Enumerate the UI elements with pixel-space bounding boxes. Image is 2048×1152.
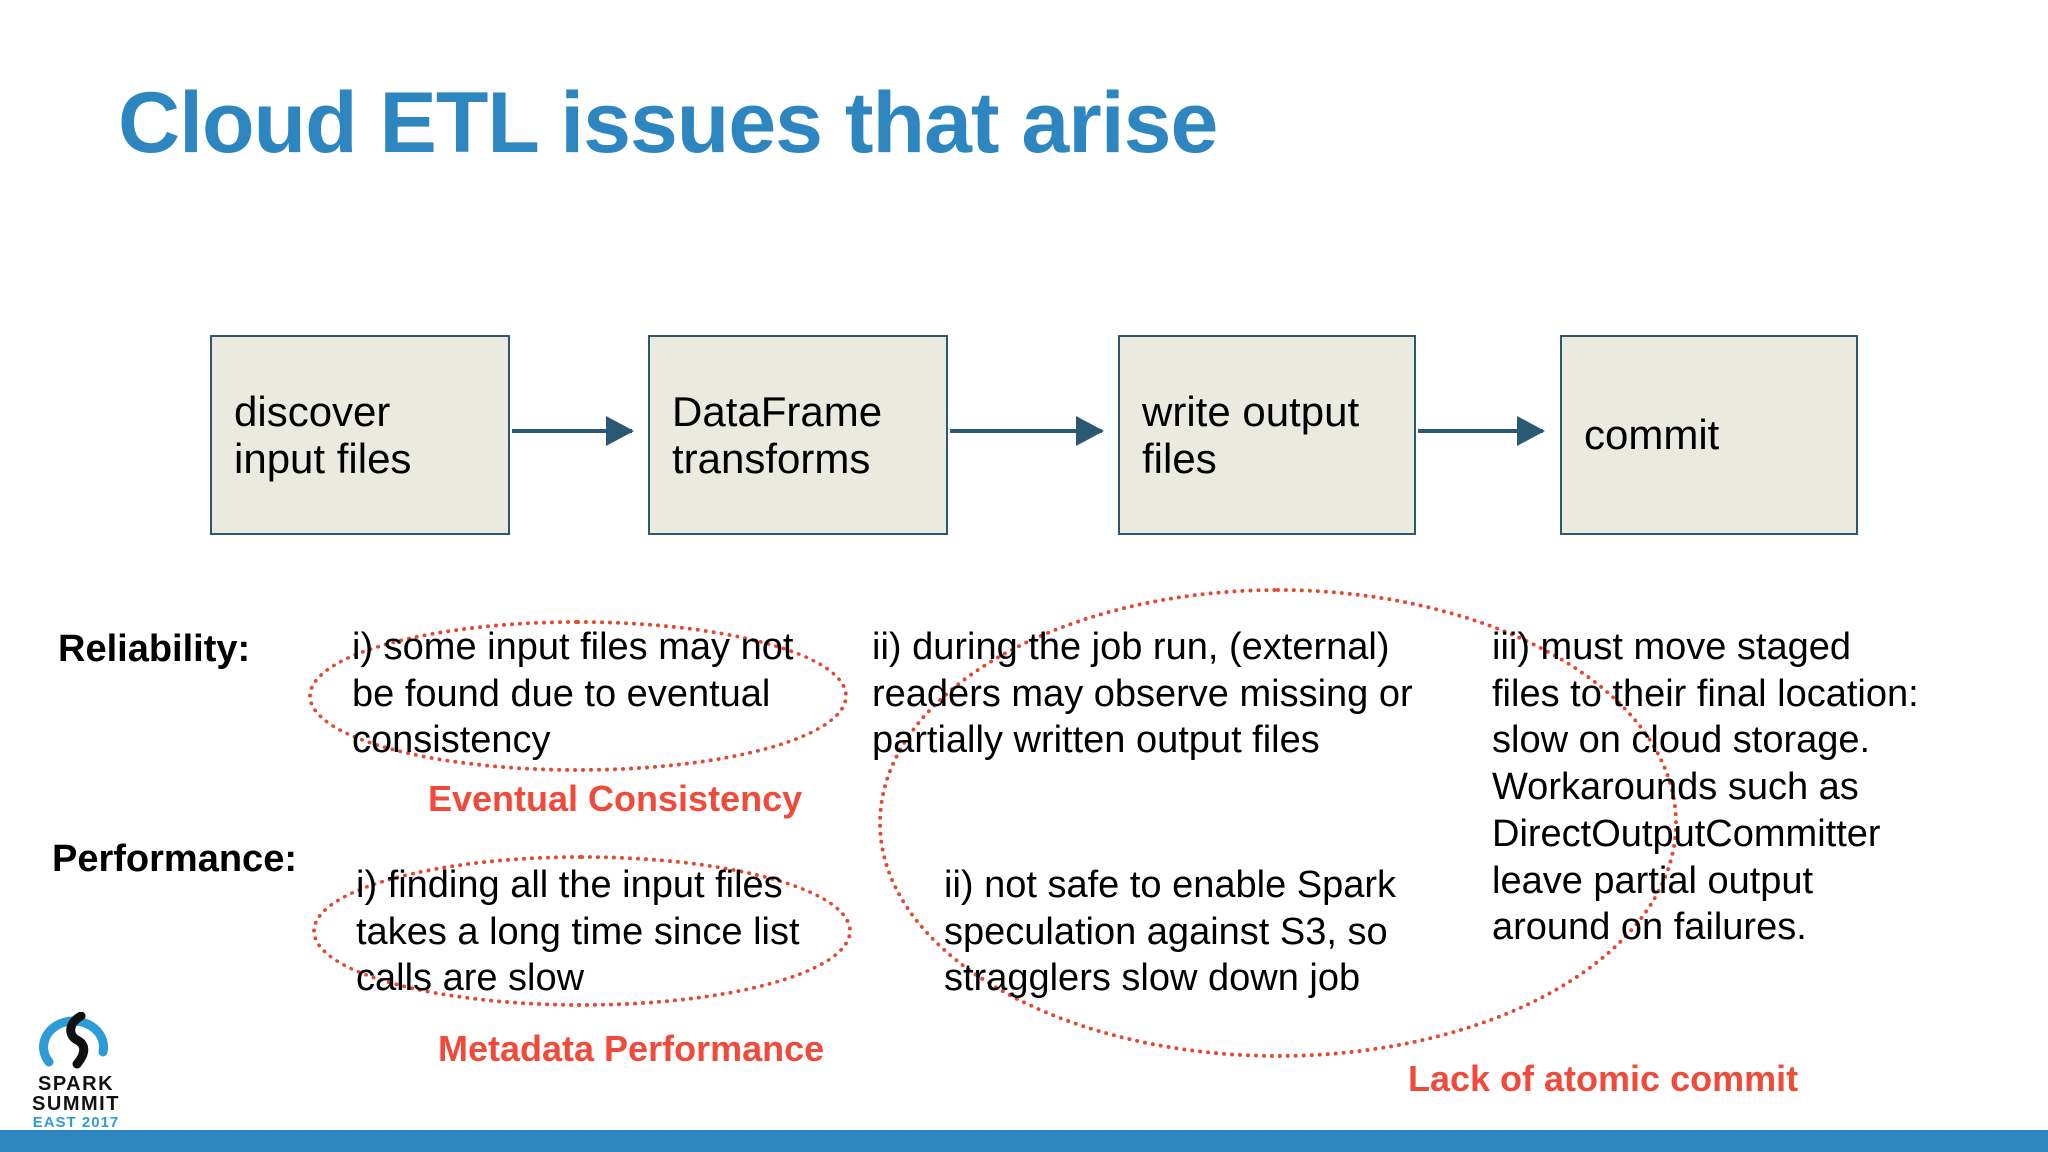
flow-step-dataframe-transforms[interactable]: DataFrame transforms bbox=[648, 335, 948, 535]
flow-step-label-line1: write output bbox=[1142, 387, 1360, 435]
flow-step-label-line2: input files bbox=[234, 435, 412, 482]
flow-step-label-line1: commit bbox=[1584, 411, 1720, 459]
callout-metadata-performance: Metadata Performance bbox=[438, 1028, 825, 1069]
row-label-reliability: Reliability: bbox=[58, 628, 251, 670]
flow-step-commit[interactable]: commit bbox=[1560, 335, 1858, 535]
spark-summit-logo: SPARK SUMMIT EAST 2017 bbox=[22, 1011, 130, 1131]
performance-issue-1: i) finding all the input files takes a l… bbox=[356, 864, 800, 1000]
reliability-issue-1: i) some input files may not be found due… bbox=[352, 626, 794, 762]
etl-flow-diagram: discover input files DataFrame transform… bbox=[0, 325, 2048, 545]
reliability-issue-3: iii) must move staged files to their fin… bbox=[1492, 626, 1919, 949]
logo-word-spark: SPARK bbox=[37, 1073, 115, 1095]
flow-step-label: write output files bbox=[1142, 388, 1359, 482]
performance-issue-2: ii) not safe to enable Spark speculation… bbox=[944, 864, 1397, 1000]
bottom-accent-bar bbox=[0, 1130, 2048, 1152]
spark-spiral-icon bbox=[33, 1011, 119, 1072]
flow-step-write-output-files[interactable]: write output files bbox=[1118, 335, 1416, 535]
flow-step-label-line1: DataFrame bbox=[672, 387, 883, 435]
flow-arrow-2 bbox=[950, 416, 1104, 446]
flow-step-label: DataFrame transforms bbox=[672, 388, 882, 482]
issues-grid: Reliability: i) some input files may not… bbox=[0, 588, 2048, 1110]
flow-step-discover-input-files[interactable]: discover input files bbox=[210, 335, 510, 535]
row-label-performance: Performance: bbox=[52, 838, 297, 880]
reliability-issue-2: ii) during the job run, (external) reade… bbox=[872, 626, 1413, 762]
flow-step-label-line2: transforms bbox=[672, 435, 871, 482]
logo-word-summit: SUMMIT bbox=[32, 1093, 120, 1115]
callout-lack-of-atomic-commit: Lack of atomic commit bbox=[1408, 1058, 1799, 1099]
callout-eventual-consistency: Eventual Consistency bbox=[428, 778, 803, 819]
logo-word-east-2017: EAST 2017 bbox=[32, 1114, 120, 1131]
flow-arrow-3 bbox=[1418, 416, 1545, 446]
flow-step-label-line1: discover bbox=[234, 387, 391, 435]
flow-step-label: discover input files bbox=[234, 388, 411, 482]
flow-step-label-line2: files bbox=[1142, 435, 1217, 482]
flow-step-label: commit bbox=[1584, 411, 1719, 458]
flow-arrow-1 bbox=[512, 416, 634, 446]
page-title: Cloud ETL issues that arise bbox=[118, 75, 1218, 171]
